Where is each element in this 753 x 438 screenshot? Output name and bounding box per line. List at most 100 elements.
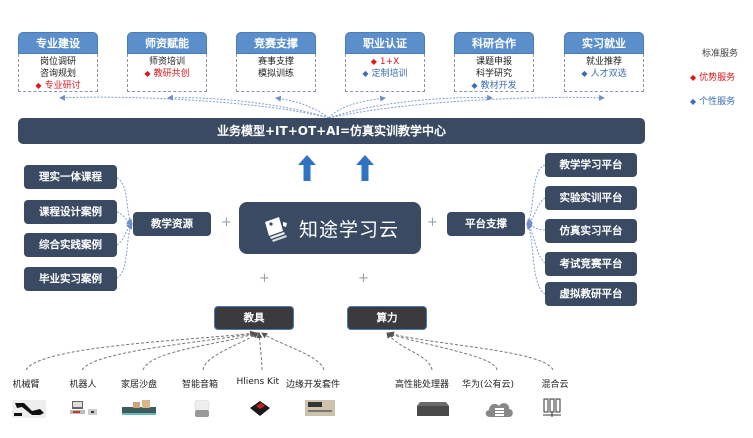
service-card-certification: 职业认证 ◆1+X ◆定制培训 (345, 32, 425, 92)
plus-icon: + (358, 271, 369, 286)
service-title: 专业建设 (18, 32, 98, 54)
connector-line (261, 332, 325, 371)
robot-arm-icon (12, 400, 46, 418)
connector-line (116, 223, 133, 279)
connector-line (388, 331, 554, 371)
connector-line (275, 95, 330, 119)
connector-line (526, 222, 546, 231)
service-item-advantage: ◆1+X (370, 57, 400, 67)
connector-line (386, 332, 433, 371)
plus-icon: + (221, 215, 232, 230)
robot-computer-icon (70, 401, 97, 415)
service-item-custom: ◆教材开发 (471, 81, 517, 91)
service-item-advantage: ◆教研共创 (144, 69, 190, 79)
center-banner: 业务模型+IT+OT+AI=仿真实训教学中心 (18, 118, 645, 144)
connector-line (526, 164, 546, 225)
connector-line (202, 332, 259, 371)
plus-icon: + (259, 271, 270, 286)
platform-item: 实验实训平台 (545, 186, 637, 210)
connector-line (59, 94, 330, 119)
connector-line (116, 211, 133, 225)
equipment-label: Hliens Kit (236, 377, 280, 387)
server-rack-icon (543, 398, 561, 417)
resource-item: 综合实践案例 (24, 233, 117, 257)
center-title: 知途学习云 (298, 218, 399, 241)
service-card-major-construction: 专业建设 岗位调研 咨询规划 ◆专业研讨 (18, 32, 98, 92)
equipment-label: 边缘开发套件 (286, 380, 341, 390)
processor-icon (417, 402, 449, 416)
equipment-label: 家居沙盘 (121, 380, 158, 390)
service-title: 竞赛支撑 (236, 32, 316, 54)
arrow-up-icon (298, 155, 316, 181)
resource-item: 毕业实习案例 (24, 267, 117, 291)
legend-custom: ◆个性服务 (690, 97, 736, 107)
service-title: 师资赋能 (127, 32, 207, 54)
compute-label: 混合云 (541, 380, 569, 390)
platform-item: 考试竞赛平台 (545, 252, 637, 276)
legend-advantage: ◆优势服务 (690, 73, 736, 83)
service-item: 师资培训 (148, 57, 185, 67)
platform-support-hub: 平台支撑 (447, 212, 525, 236)
connector-line (526, 223, 546, 295)
connector-line (116, 177, 133, 225)
legend-standard: 标准服务 (702, 49, 739, 59)
service-card-research: 科研合作 课题申报 科学研究 ◆教材开发 (454, 32, 534, 92)
service-item: 岗位调研 (39, 57, 76, 67)
service-item: 就业推荐 (585, 57, 622, 67)
diamond-icon: ◆ (370, 57, 377, 66)
compute-hub: 算力 (347, 306, 427, 330)
service-item: 咨询规划 (39, 69, 76, 79)
platform-item: 教学学习平台 (545, 153, 637, 177)
connector-line (256, 332, 263, 371)
edge-kit-icon (305, 400, 335, 416)
connector-line (328, 95, 386, 119)
connector-line (387, 331, 498, 371)
service-title: 科研合作 (454, 32, 534, 54)
connector-line (526, 223, 546, 264)
service-item: 科学研究 (475, 69, 512, 79)
diamond-icon: ◆ (144, 69, 151, 78)
smart-speaker-icon (194, 400, 210, 417)
diamond-icon: ◆ (690, 97, 697, 106)
resource-item: 理实一体课程 (24, 165, 117, 189)
resource-item: 课程设计案例 (24, 200, 117, 224)
connector-line (116, 223, 133, 246)
connector-line (328, 94, 605, 119)
plus-icon: + (427, 215, 438, 230)
service-title: 实习就业 (564, 32, 644, 54)
equipment-label: 机械臂 (12, 380, 40, 390)
service-item-custom: ◆人才双选 (581, 69, 627, 79)
service-item: 模拟训练 (257, 69, 294, 79)
diamond-icon: ◆ (35, 81, 42, 90)
diamond-icon: ◆ (362, 69, 369, 78)
service-item: 课题申报 (475, 57, 512, 67)
teaching-resources-hub: 教学资源 (133, 212, 211, 236)
service-card-competition: 竞赛支撑 赛事支撑 模拟训练 (236, 32, 316, 92)
service-item: 赛事支撑 (257, 57, 294, 67)
diamond-icon: ◆ (690, 73, 697, 82)
legend: 标准服务 ◆优势服务 ◆个性服务 (690, 48, 738, 120)
dev-kit-icon (250, 401, 270, 416)
connector-line (142, 331, 258, 371)
home-sandbox-icon (122, 400, 156, 415)
connector-line (81, 331, 257, 371)
equipment-hub: 教具 (214, 306, 294, 330)
zhitu-cloud-center: 知途学习云 (239, 202, 421, 254)
compute-label: 高性能处理器 (395, 380, 450, 390)
diamond-icon: ◆ (471, 81, 478, 90)
connector-line (167, 94, 330, 119)
arrow-up-icon (356, 155, 374, 181)
connector-line (328, 94, 493, 119)
connector-line (25, 330, 256, 371)
diamond-icon: ◆ (581, 69, 588, 78)
service-card-internship: 实习就业 就业推荐 ◆人才双选 (564, 32, 644, 92)
cloud-icon (485, 403, 513, 417)
cards-logo-icon (264, 217, 287, 242)
equipment-label: 智能音箱 (182, 380, 219, 390)
compute-label: 华为(公有云) (462, 380, 515, 390)
equipment-label: 机器人 (69, 380, 97, 390)
connector-line (526, 197, 546, 225)
service-card-teacher-empowerment: 师资赋能 师资培训 ◆教研共创 (127, 32, 207, 92)
platform-item: 仿真实习平台 (545, 219, 637, 243)
service-item-custom: ◆定制培训 (362, 69, 408, 79)
